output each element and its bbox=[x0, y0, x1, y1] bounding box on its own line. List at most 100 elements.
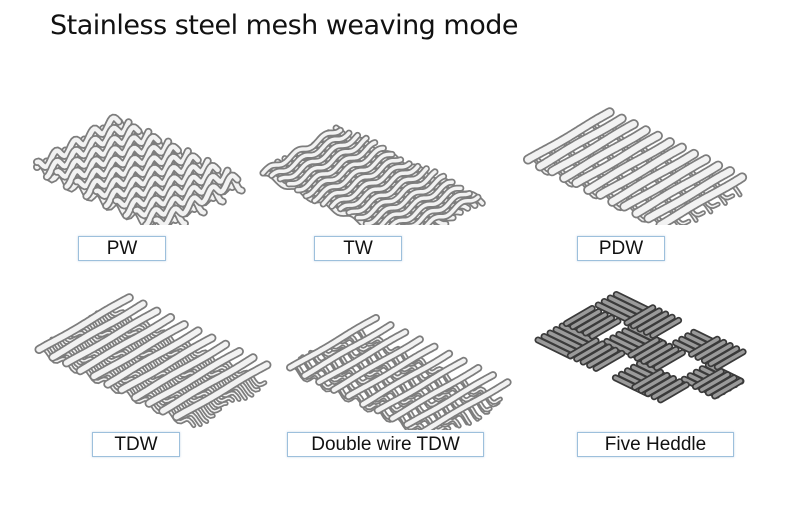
weft-wire bbox=[418, 378, 512, 430]
weft-wire bbox=[523, 107, 615, 165]
plain-dutch-weave-mesh-icon bbox=[523, 107, 748, 225]
weft-rod bbox=[711, 377, 745, 400]
weft-wire bbox=[285, 134, 370, 188]
warp-rod bbox=[600, 298, 641, 321]
weft-rod bbox=[573, 340, 606, 363]
page-title: Stainless steel mesh weaving mode bbox=[50, 10, 518, 41]
weft-rod bbox=[657, 381, 690, 404]
weft-wire bbox=[399, 190, 473, 225]
twill-weave-mesh-icon bbox=[259, 124, 486, 225]
weft-wire bbox=[158, 353, 258, 416]
weft-wire bbox=[595, 142, 687, 200]
weft-wire bbox=[48, 299, 148, 362]
weave-label-tdw: TDW bbox=[92, 432, 180, 457]
weft-wire bbox=[387, 184, 465, 225]
weft-wire bbox=[547, 119, 639, 177]
weft-wire bbox=[102, 147, 192, 210]
weft-wire bbox=[92, 142, 182, 201]
weft-wire bbox=[583, 137, 675, 195]
weft-wire bbox=[293, 139, 379, 194]
weft-wire bbox=[354, 168, 439, 222]
weft-wire bbox=[141, 166, 232, 225]
twill-dutch-weave-panel bbox=[25, 280, 275, 490]
double-wire-twill-dutch-weave-panel bbox=[270, 280, 520, 490]
weft-rod bbox=[707, 345, 741, 368]
weft-wire bbox=[112, 152, 202, 210]
weft-rod bbox=[650, 378, 684, 401]
weft-wire bbox=[376, 178, 456, 225]
weft-wire bbox=[286, 314, 380, 372]
warp-rod bbox=[594, 301, 635, 325]
weft-wire bbox=[268, 129, 353, 179]
weft-wire bbox=[300, 321, 395, 380]
weft-wire bbox=[82, 137, 173, 201]
plain-weave-panel bbox=[25, 75, 275, 285]
twill-weave-panel bbox=[245, 75, 495, 285]
weft-wire bbox=[336, 162, 422, 213]
weft-wire bbox=[403, 371, 497, 429]
weft-rod bbox=[704, 374, 738, 397]
weft-rod bbox=[562, 305, 596, 327]
weft-wire bbox=[359, 349, 454, 409]
warp-rod bbox=[540, 333, 581, 356]
weft-rod bbox=[579, 343, 613, 366]
weft-wire bbox=[42, 118, 133, 181]
warp-rod bbox=[546, 329, 587, 353]
weft-wire bbox=[607, 148, 699, 207]
weft-wire bbox=[151, 171, 242, 225]
weave-label-five-heddle: Five Heddle bbox=[577, 432, 734, 457]
weft-rod bbox=[653, 349, 686, 372]
weave-label-pdw: PDW bbox=[577, 236, 665, 261]
weft-rod bbox=[629, 307, 663, 330]
plain-weave-mesh-icon bbox=[33, 113, 246, 225]
weft-wire bbox=[302, 144, 387, 200]
weave-label-tw: TW bbox=[314, 236, 402, 261]
weft-wire bbox=[276, 131, 362, 183]
weft-rod bbox=[631, 368, 665, 391]
weft-rod bbox=[637, 371, 671, 394]
weft-rod bbox=[627, 336, 661, 359]
weft-wire bbox=[559, 125, 651, 184]
weft-wire bbox=[315, 328, 410, 386]
weft-wire bbox=[329, 335, 424, 394]
weft-wire bbox=[328, 160, 413, 210]
weft-wire bbox=[131, 162, 222, 220]
weft-wire bbox=[535, 113, 627, 172]
weft-wire bbox=[122, 156, 212, 220]
warp-rod bbox=[606, 294, 647, 318]
weft-rod bbox=[649, 316, 683, 339]
weft-rod bbox=[592, 349, 626, 372]
weft-wire bbox=[130, 339, 231, 402]
weft-rod bbox=[633, 339, 667, 362]
warp-rod bbox=[558, 322, 599, 346]
weft-wire bbox=[103, 326, 203, 389]
weft-wire bbox=[344, 342, 439, 401]
weft-wire bbox=[117, 333, 217, 395]
weft-rod bbox=[688, 335, 721, 358]
warp-rod bbox=[552, 326, 593, 349]
weave-label-double-wire-tdw: Double wire TDW bbox=[287, 432, 484, 457]
weft-rod bbox=[640, 342, 674, 365]
weft-wire bbox=[311, 150, 396, 205]
weft-rod bbox=[623, 304, 657, 327]
warp-rod bbox=[612, 291, 653, 314]
weft-wire bbox=[34, 293, 134, 354]
weft-rod bbox=[642, 313, 676, 336]
weft-wire bbox=[388, 364, 483, 423]
weft-rod bbox=[636, 310, 670, 333]
weft-wire bbox=[62, 127, 153, 191]
weft-rod bbox=[588, 317, 622, 340]
weft-wire bbox=[172, 360, 272, 422]
weft-rod bbox=[569, 308, 603, 331]
weft-wire bbox=[33, 113, 123, 171]
weft-wire bbox=[144, 347, 244, 408]
weft-wire bbox=[75, 313, 176, 376]
weft-rod bbox=[566, 337, 600, 360]
weft-wire bbox=[422, 193, 482, 225]
weft-wire bbox=[655, 172, 748, 225]
weft-wire bbox=[345, 165, 430, 216]
warp-rod bbox=[534, 336, 575, 360]
weft-wire bbox=[631, 160, 724, 219]
weft-wire bbox=[643, 166, 736, 224]
weft-rod bbox=[582, 314, 616, 337]
